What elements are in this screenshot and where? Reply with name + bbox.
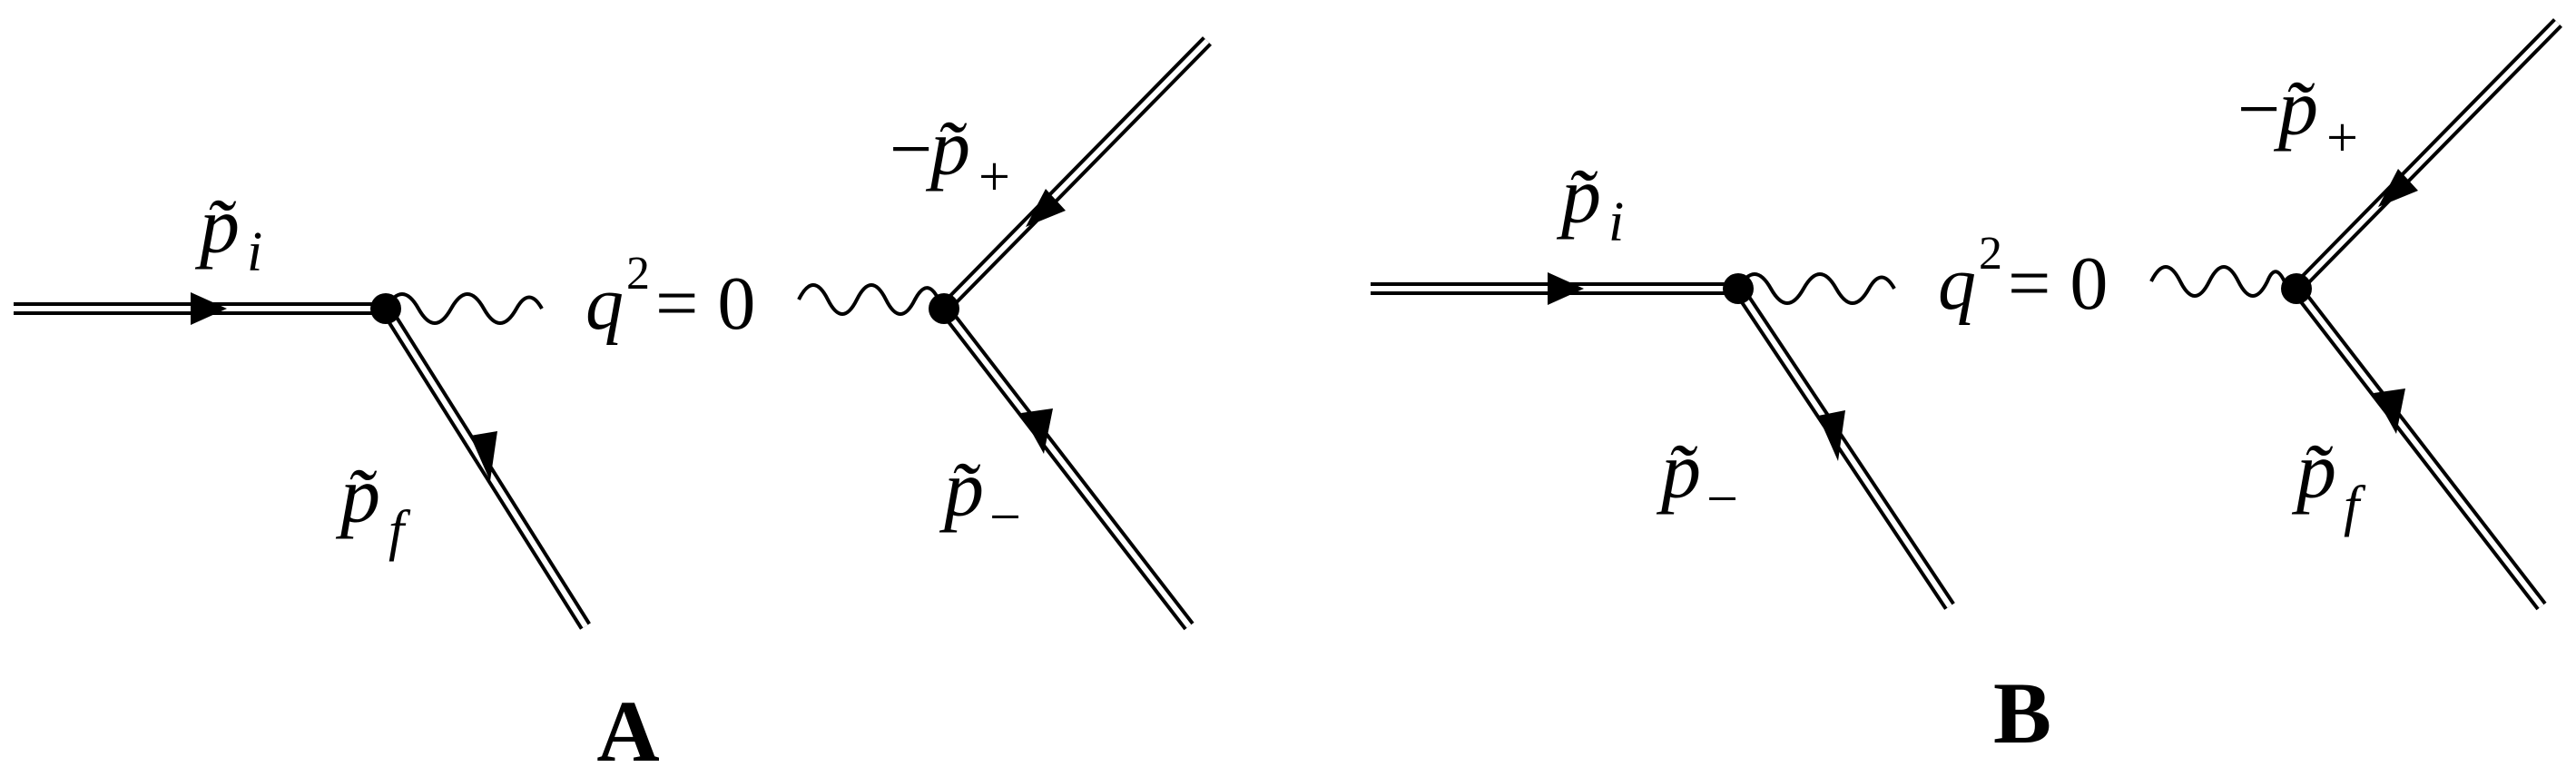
label-photon: q 2 = 0 [585,248,755,346]
label-outgoing-lower-left: p̃ f [335,452,411,562]
label-upper-right: − p̃ + [890,104,1010,208]
svg-text:+: + [2326,107,2358,169]
arrow-icon [1026,189,1066,227]
outgoing-line-upper-right [2292,18,2562,293]
photon-line-right [2149,265,2289,298]
label-outgoing-lower-left: p̃ − [1656,428,1738,530]
vertex-dot [370,293,401,324]
svg-text:f: f [2344,476,2366,537]
arrow-icon [2374,388,2405,434]
arrow-icon [1818,410,1845,461]
label-photon: q 2 = 0 [1938,228,2108,326]
outgoing-line-lower-left [1733,285,1955,610]
arrow-icon [1021,408,1053,454]
label-lower-right: p̃ f [2291,428,2366,537]
outgoing-line-lower-left [380,305,591,630]
vertex-dot [2281,273,2312,304]
arrow-icon [191,292,227,325]
svg-text:−: − [989,487,1021,548]
svg-text:= 0: = 0 [2008,241,2108,326]
svg-text:−: − [1706,468,1738,530]
svg-text:i: i [1608,192,1624,253]
svg-text:−: − [2237,67,2280,152]
svg-text:2: 2 [1979,228,2002,280]
svg-text:−: − [890,107,932,192]
outgoing-line-lower-right [2291,284,2547,611]
svg-text:i: i [247,221,262,283]
svg-text:+: + [978,146,1010,208]
label-upper-right: − p̃ + [2237,64,2358,169]
label-incoming: p̃ i [194,182,262,283]
svg-text:2: 2 [626,248,650,300]
panel-label: B [1993,664,2051,762]
arrow-icon [470,431,497,481]
label-incoming: p̃ i [1556,152,1624,253]
incoming-line [14,292,386,325]
diagram-b: p̃ i p̃ − q 2 = 0 − p̃ + p̃ f B [1371,18,2562,762]
photon-line-left [1736,272,1896,305]
svg-text:p̃: p̃ [335,452,380,540]
svg-text:p̃: p̃ [925,104,970,192]
photon-line-left [384,292,544,325]
svg-text:q: q [585,261,624,346]
svg-text:p̃: p̃ [2291,428,2336,516]
diagram-a: p̃ i p̃ f q 2 = 0 − p̃ + p̃ − A [14,36,1212,777]
svg-text:p̃: p̃ [1556,152,1601,241]
svg-text:q: q [1938,241,1976,326]
panel-label: A [596,683,659,777]
svg-text:p̃: p̃ [1656,428,1701,516]
svg-text:p̃: p̃ [2273,64,2318,152]
arrow-icon [1548,272,1584,305]
svg-text:= 0: = 0 [655,261,755,346]
svg-text:p̃: p̃ [939,446,984,534]
svg-text:p̃: p̃ [194,182,240,270]
vertex-dot [929,293,959,324]
photon-line-right [797,283,944,316]
incoming-line [1371,272,1738,305]
outgoing-line-upper-right [939,36,1212,313]
vertex-dot [1723,273,1754,304]
outgoing-line-lower-right [939,304,1195,631]
arrow-icon [2378,169,2418,207]
svg-text:f: f [388,500,411,562]
label-lower-right: p̃ − [939,446,1021,548]
